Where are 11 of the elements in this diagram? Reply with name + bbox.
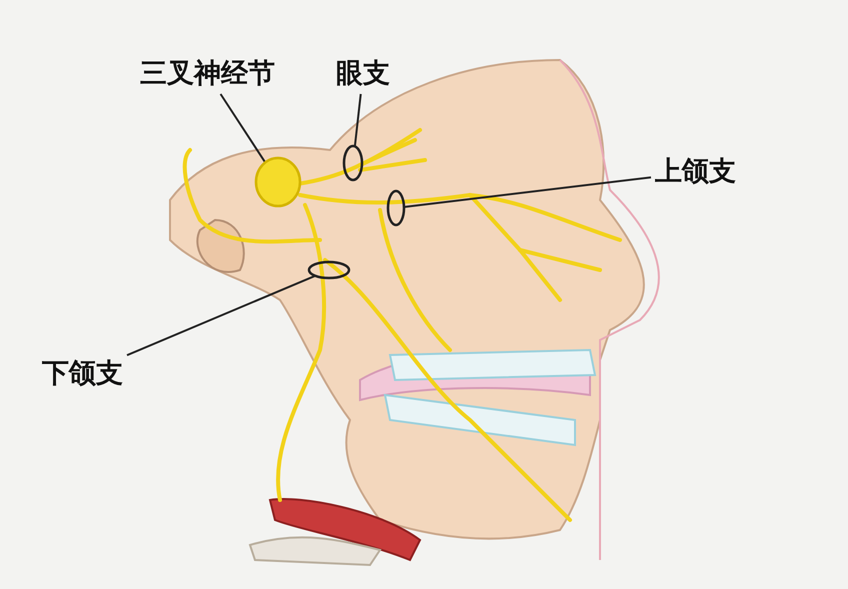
nerve-ring [386, 190, 406, 226]
leader-line [354, 94, 362, 146]
part-label: 眼支 [336, 58, 390, 90]
part-label: 下颌支 [42, 358, 123, 390]
part-label: 上颌支 [655, 156, 736, 188]
ganglion-drawing [254, 156, 302, 208]
leader-line [404, 176, 652, 208]
leader-line [126, 274, 316, 356]
nerve-ring [308, 260, 350, 280]
part-label: 三叉神经节 [140, 58, 275, 90]
nerve-ring [342, 144, 364, 182]
